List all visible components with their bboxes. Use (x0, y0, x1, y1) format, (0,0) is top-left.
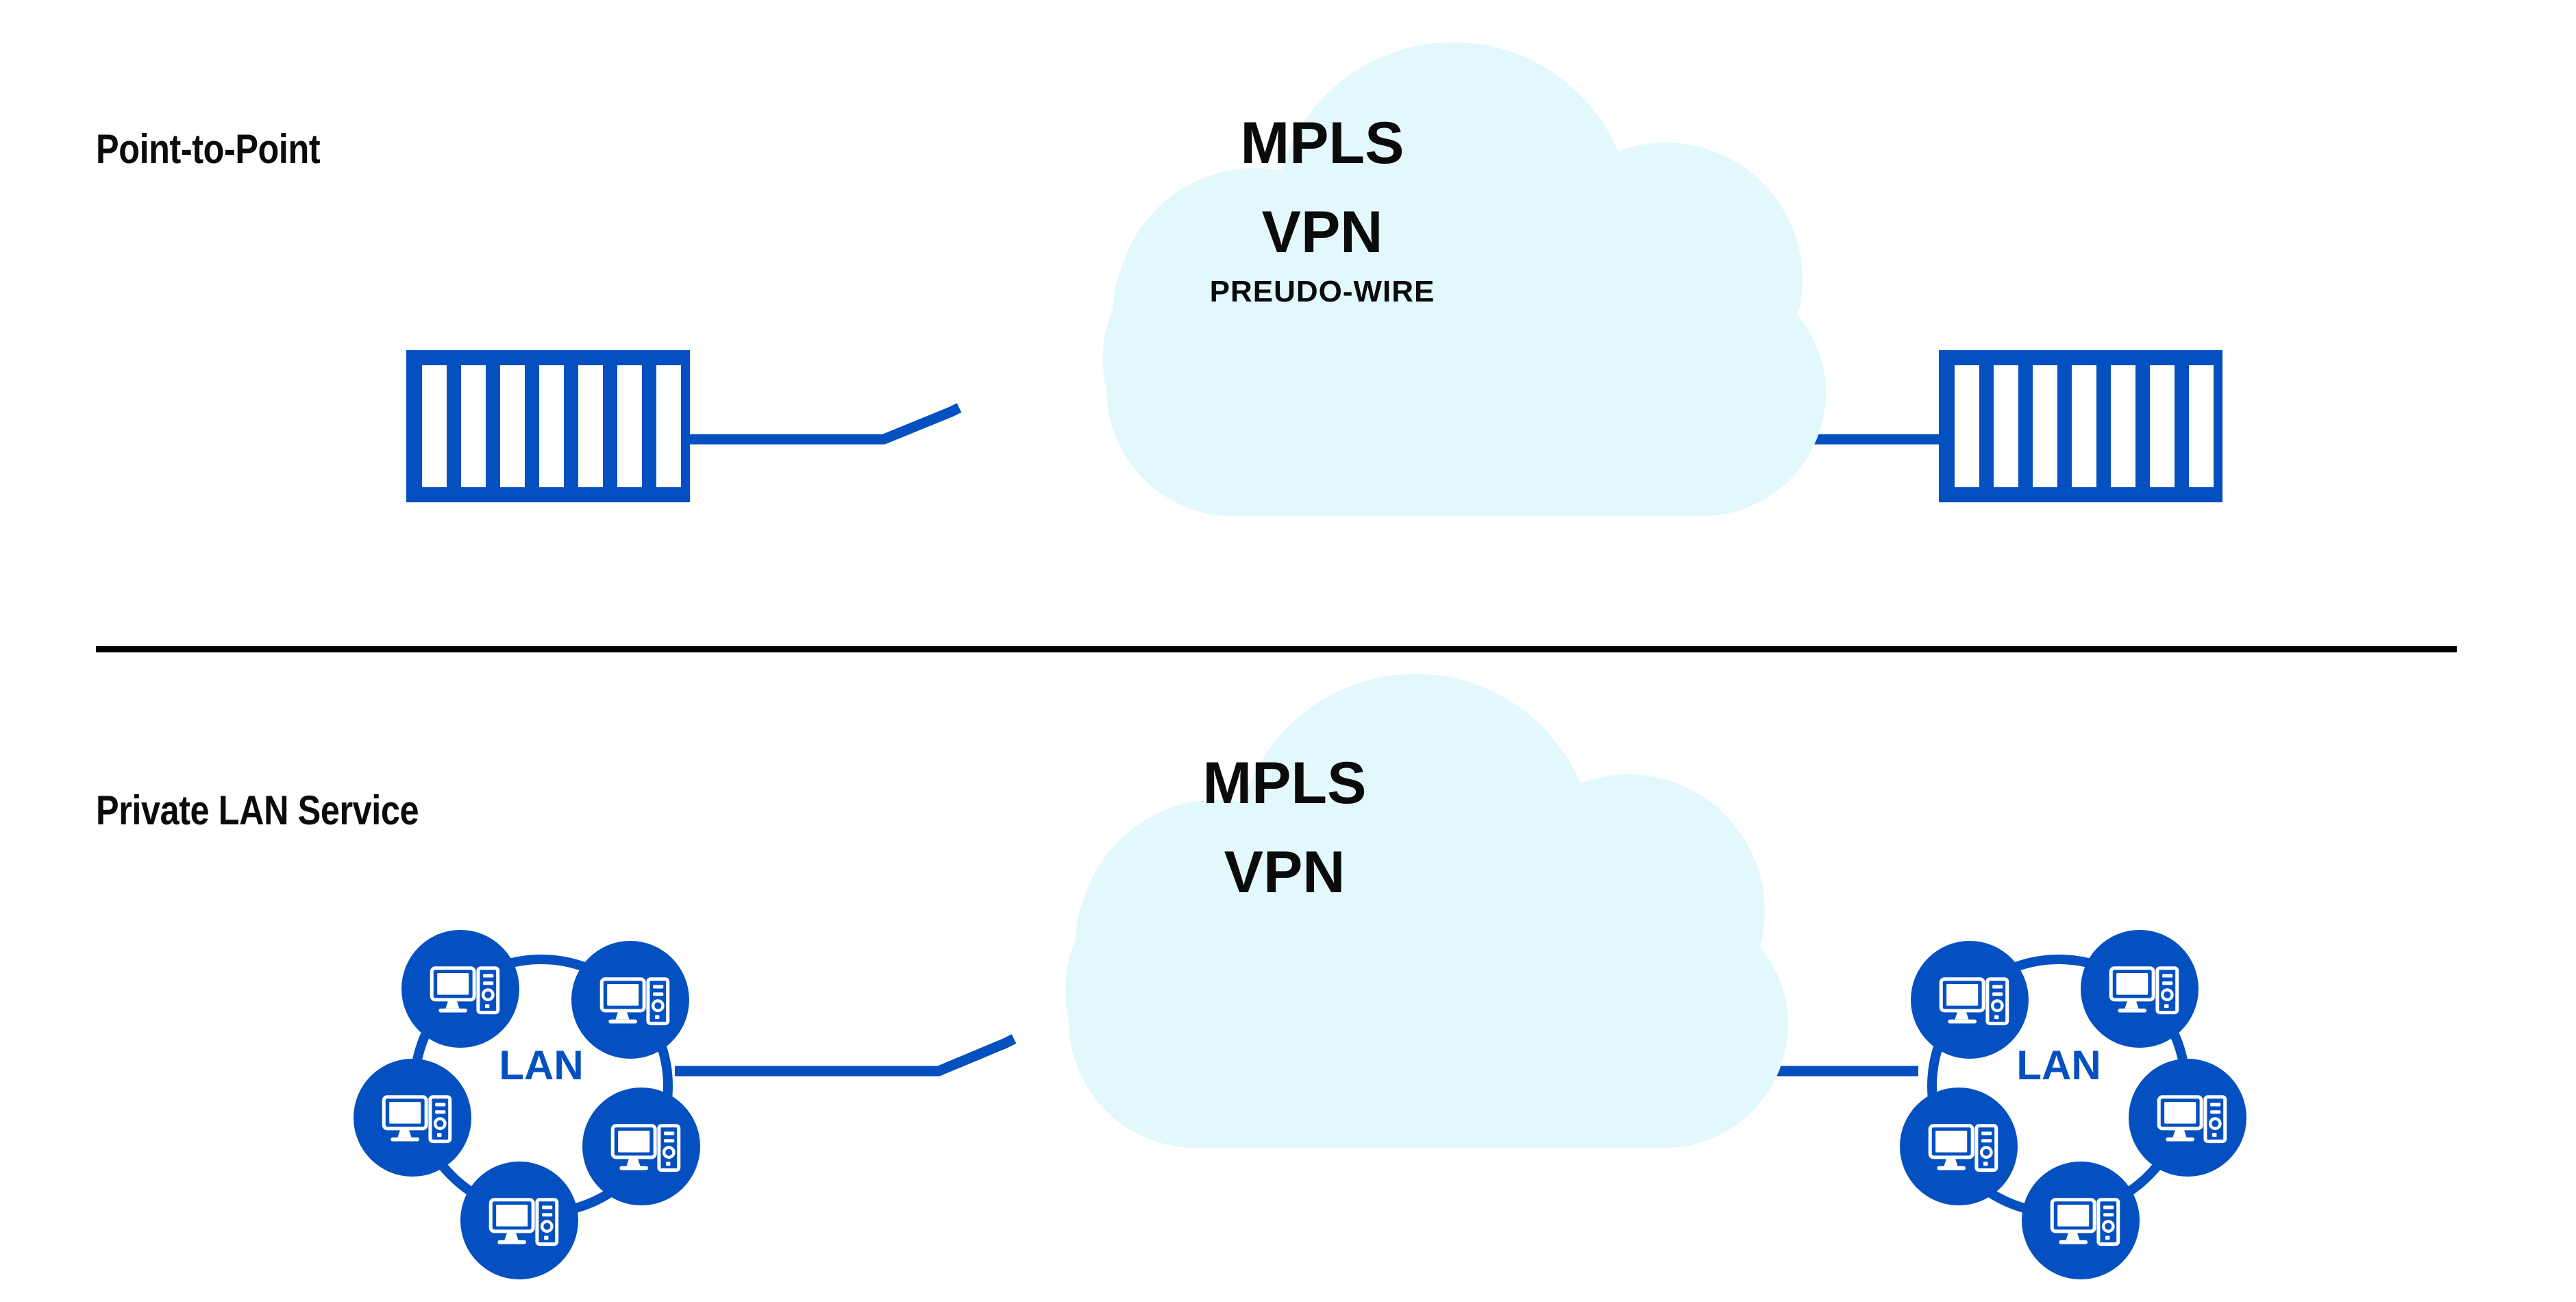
lan-ring-left: LAN (354, 930, 700, 1279)
lan-host-node[interactable] (582, 1088, 700, 1205)
link-left-lan-to-cloud (675, 1034, 1017, 1077)
cloud-line-2: VPN (1262, 199, 1383, 265)
section-divider (96, 646, 2457, 652)
lan-host-node[interactable] (2129, 1059, 2246, 1177)
cloud-line-1: MPLS (1241, 110, 1404, 176)
lan-host-node[interactable] (571, 941, 689, 1059)
section-point-to-point: MPLS VPN PREUDO-WIRE (406, 42, 2222, 516)
lan-host-node[interactable] (1900, 1088, 2018, 1205)
cloud-line-2: VPN (1224, 839, 1346, 905)
cloud-line-3-pseudowire: PREUDO-WIRE (1210, 275, 1435, 308)
lan-host-node[interactable] (2081, 930, 2199, 1048)
lan-ring-right: LAN (1900, 930, 2246, 1279)
cloud-line-1: MPLS (1203, 750, 1367, 816)
mpls-vpn-cloud-p2p: MPLS VPN PREUDO-WIRE (1102, 42, 1826, 516)
lan-host-node[interactable] (1911, 941, 2029, 1059)
link-left-switch-to-cloud (685, 403, 962, 445)
lan-ring-label: LAN (499, 1042, 583, 1088)
lan-host-node[interactable] (401, 930, 519, 1048)
lan-host-node[interactable] (2022, 1162, 2140, 1279)
section-private-lan-service: MPLS VPN LAN (354, 674, 2246, 1279)
lan-host-node[interactable] (354, 1059, 471, 1177)
section-title-point-to-point: Point-to-Point (96, 126, 321, 172)
mpls-vpn-cloud-pls: MPLS VPN (1065, 674, 1788, 1148)
section-title-private-lan-service: Private LAN Service (96, 787, 419, 833)
switch-right-p2p[interactable] (1939, 350, 2222, 502)
lan-ring-label: LAN (2016, 1042, 2101, 1088)
lan-host-node[interactable] (460, 1162, 578, 1279)
switch-left-p2p[interactable] (406, 350, 690, 502)
